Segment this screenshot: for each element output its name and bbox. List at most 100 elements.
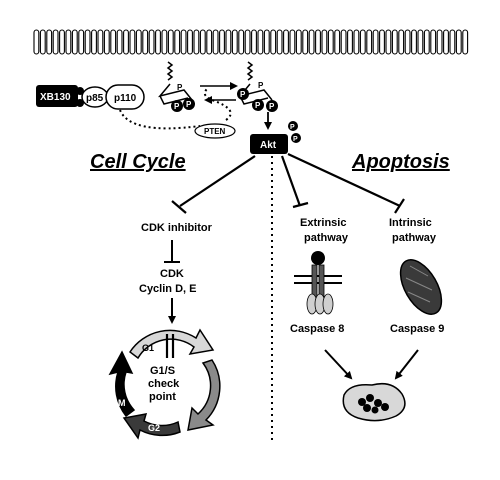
checkpoint-line-2: check [148, 378, 180, 390]
caspase9-arrow [396, 350, 418, 378]
membrane-lipid [380, 30, 385, 54]
membrane-lipid [348, 30, 353, 54]
membrane-lipid [72, 30, 77, 54]
phospho-label-4: P [255, 101, 261, 110]
membrane-lipid [335, 30, 340, 54]
membrane-lipid [104, 30, 109, 54]
p110-to-pten-dotted [120, 110, 200, 128]
membrane-lipid [85, 30, 90, 54]
cyclin-label: Cyclin D, E [139, 283, 196, 295]
caspase8-label: Caspase 8 [290, 323, 344, 335]
phospho-label-3: P [240, 90, 246, 99]
membrane-lipid [175, 30, 180, 54]
akt-label: Akt [260, 140, 277, 151]
phospho-label-1: P [174, 102, 180, 111]
checkpoint-line-3: point [149, 391, 176, 403]
membrane-lipid [373, 30, 378, 54]
phase-s-label: S [203, 388, 209, 398]
membrane-lipid [258, 30, 263, 54]
membrane-lipid [181, 30, 186, 54]
membrane-lipid [424, 30, 429, 54]
membrane-lipid [450, 30, 455, 54]
death-receptor [294, 251, 342, 314]
membrane-lipid [367, 30, 372, 54]
membrane-lipid [117, 30, 122, 54]
membrane-lipid [392, 30, 397, 54]
akt-phospho-label-2: P [293, 136, 298, 143]
p85-label: p85 [86, 93, 104, 104]
membrane-lipid [53, 30, 58, 54]
membrane-lipid [399, 30, 404, 54]
membrane-lipid [309, 30, 314, 54]
membrane-lipid [444, 30, 449, 54]
membrane-lipid [322, 30, 327, 54]
intrinsic-line-1: Intrinsic [389, 217, 432, 229]
membrane-lipid [40, 30, 45, 54]
membrane-lipid [143, 30, 148, 54]
cdk-inhibitor-label: CDK inhibitor [141, 222, 213, 234]
akt-phospho-label-1: P [290, 124, 295, 131]
extrinsic-line-1: Extrinsic [300, 217, 346, 229]
membrane-lipid [360, 30, 365, 54]
membrane-lipid [341, 30, 346, 54]
pten-feedback-dotted [205, 88, 231, 120]
checkpoint-line-1: G1/S [150, 365, 175, 377]
membrane-lipid [156, 30, 161, 54]
xb130-label: XB130 [40, 92, 71, 103]
membrane-lipid [271, 30, 276, 54]
membrane-lipid [130, 30, 135, 54]
mitochondrion [392, 253, 450, 321]
membrane-lipid [188, 30, 193, 54]
membrane-anchor-right [248, 62, 252, 80]
membrane-lipid [149, 30, 154, 54]
receptor-left-p-label: P [177, 83, 183, 92]
membrane-lipid [354, 30, 359, 54]
membrane-lipid [60, 30, 65, 54]
apoptosis-title: Apoptosis [351, 151, 450, 173]
membrane-lipid [239, 30, 244, 54]
membrane-lipid [207, 30, 212, 54]
membrane-lipid [463, 30, 468, 54]
membrane-lipid [200, 30, 205, 54]
membrane-lipid [34, 30, 39, 54]
membrane-lipid [296, 30, 301, 54]
phospho-label-5: P [269, 102, 275, 111]
membrane-lipid [162, 30, 167, 54]
membrane-lipid [136, 30, 141, 54]
membrane-lipid [405, 30, 410, 54]
phase-g1-label: G1 [142, 343, 154, 353]
membrane-lipid [245, 30, 250, 54]
membrane-lipid [316, 30, 321, 54]
cell-membrane [34, 30, 468, 54]
caspase8-arrow [325, 350, 351, 378]
membrane-lipid [47, 30, 52, 54]
membrane-lipid [66, 30, 71, 54]
phase-m-label: M [118, 398, 126, 408]
p110-label: p110 [114, 93, 137, 104]
membrane-lipid [124, 30, 129, 54]
apoptotic-cell [343, 384, 405, 421]
caspase9-label: Caspase 9 [390, 323, 444, 335]
membrane-lipid [412, 30, 417, 54]
membrane-lipid [290, 30, 295, 54]
membrane-lipid [437, 30, 442, 54]
membrane-lipid [111, 30, 116, 54]
phospho-label-2: P [186, 100, 192, 109]
intrinsic-line-2: pathway [392, 232, 437, 244]
membrane-lipid [284, 30, 289, 54]
pten-label: PTEN [204, 127, 226, 136]
membrane-lipid [232, 30, 237, 54]
membrane-lipid [213, 30, 218, 54]
membrane-lipid [303, 30, 308, 54]
cell-cycle-title: Cell Cycle [90, 151, 186, 173]
membrane-lipid [252, 30, 257, 54]
membrane-lipid [194, 30, 199, 54]
cdk-label: CDK [160, 268, 184, 280]
membrane-lipid [431, 30, 436, 54]
membrane-anchor-left [168, 62, 172, 80]
receptor-right-p-label: P [258, 81, 264, 90]
membrane-lipid [264, 30, 269, 54]
membrane-lipid [386, 30, 391, 54]
membrane-lipid [277, 30, 282, 54]
